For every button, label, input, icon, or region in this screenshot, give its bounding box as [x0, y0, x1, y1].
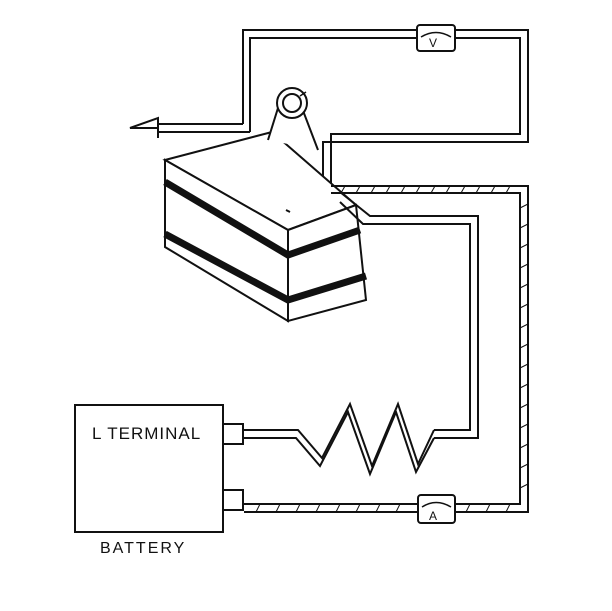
battery-caption: BATTERY	[100, 540, 187, 557]
voltmeter-icon: V	[416, 24, 456, 52]
return-wire	[244, 185, 529, 513]
battery-icon	[74, 404, 244, 533]
ammeter-icon: A	[417, 494, 456, 524]
field-wire	[339, 191, 479, 439]
ammeter-symbol: A	[429, 509, 437, 523]
voltmeter-symbol: V	[429, 36, 437, 50]
alternator-icon	[162, 87, 368, 323]
resistor-icon	[244, 401, 435, 477]
return-wire-hatching	[255, 185, 529, 513]
voltmeter-wire	[242, 29, 529, 188]
arrow-left-icon	[129, 116, 250, 138]
battery-terminal-label: L TERMINAL	[92, 424, 202, 443]
